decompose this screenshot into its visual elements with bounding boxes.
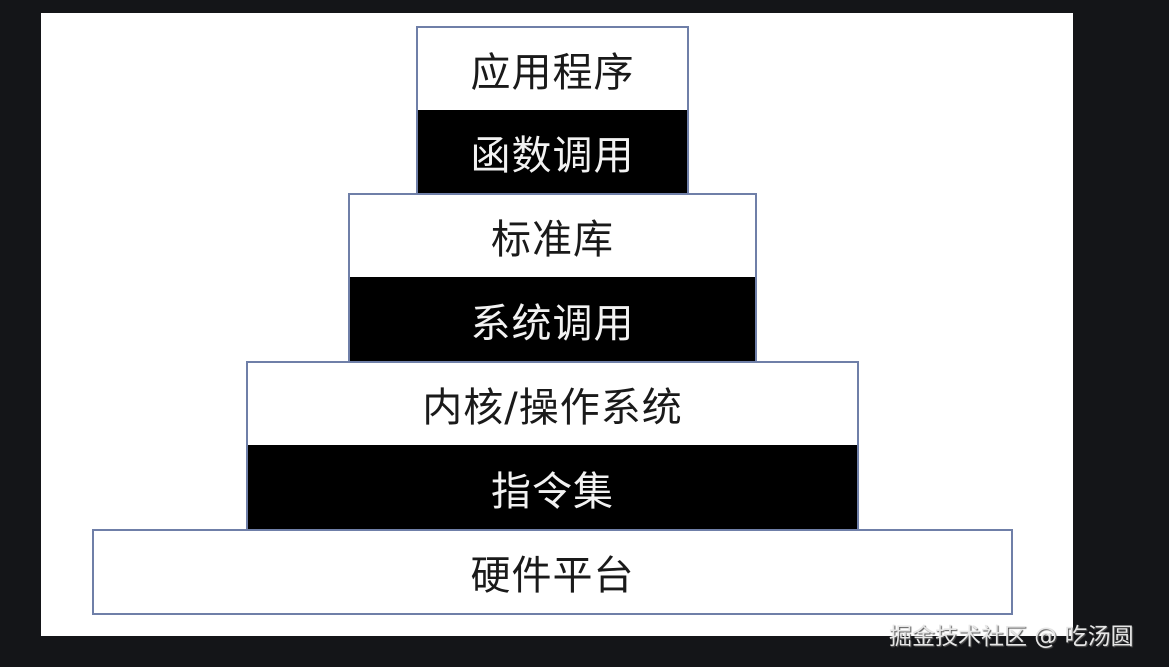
- layer-label: 函数调用: [470, 133, 635, 179]
- layer-label: 指令集: [491, 468, 614, 515]
- layer-function-call: 函数调用: [416, 110, 689, 194]
- layer-standard-library: 标准库: [348, 193, 757, 279]
- layer-application: 应用程序: [416, 26, 689, 112]
- layer-label: 硬件平台: [470, 553, 635, 599]
- layer-label: 标准库: [491, 217, 614, 263]
- layer-label: 系统调用: [470, 300, 635, 347]
- layer-system-call: 系统调用: [348, 277, 757, 362]
- watermark: 掘金技术社区 @ 吃汤圆: [889, 624, 1134, 650]
- layer-kernel-os: 内核/操作系统: [246, 361, 859, 447]
- layer-instruction-set: 指令集: [246, 445, 859, 530]
- layer-label: 应用程序: [470, 50, 635, 96]
- layer-hardware-platform: 硬件平台: [92, 529, 1013, 615]
- layer-label: 内核/操作系统: [422, 385, 683, 431]
